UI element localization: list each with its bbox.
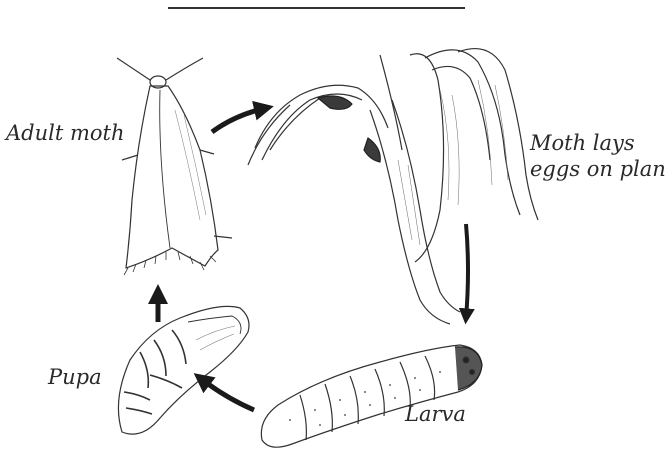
- label-adult-moth: Adult moth: [6, 120, 124, 146]
- pupa-illustration: [118, 306, 249, 434]
- corn-plant-illustration: [248, 49, 538, 324]
- arrow-plant-to-larva: [466, 224, 468, 318]
- label-larva: Larva: [405, 401, 466, 427]
- adult-moth-illustration: [117, 58, 232, 275]
- cycle-arrows: [158, 108, 468, 410]
- arrow-adult-to-plant: [212, 108, 266, 132]
- label-moth-lays-line-2: eggs on plant: [530, 156, 667, 182]
- label-moth-lays-eggs: Moth lays eggs on plant: [530, 130, 667, 182]
- label-moth-lays-line-1: Moth lays: [530, 130, 667, 156]
- larva-illustration: [261, 345, 482, 447]
- label-pupa: Pupa: [48, 364, 102, 390]
- arrow-larva-to-pupa: [200, 378, 254, 410]
